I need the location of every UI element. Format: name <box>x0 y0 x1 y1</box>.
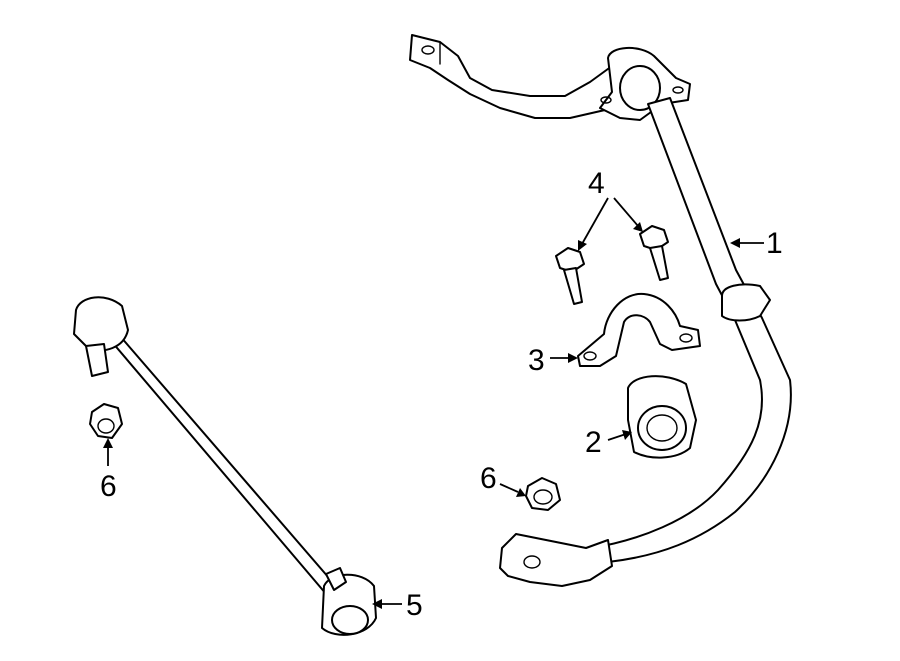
link-nut-left[interactable] <box>89 403 123 439</box>
stabilizer-link[interactable] <box>73 296 377 636</box>
callout-5: 5 <box>406 589 423 622</box>
link-nut-right[interactable] <box>525 477 561 511</box>
bracket-bolt-left[interactable] <box>555 247 585 305</box>
bushing-bracket[interactable] <box>577 292 701 367</box>
callout-4: 4 <box>588 167 605 200</box>
bar-bushing[interactable] <box>627 375 697 459</box>
bracket-bolt-right[interactable] <box>639 225 669 281</box>
callout-6-left: 6 <box>100 470 117 503</box>
callout-2: 2 <box>585 426 602 459</box>
callout-1: 1 <box>766 227 783 260</box>
callout-6-right: 6 <box>480 462 497 495</box>
callout-3: 3 <box>528 344 545 377</box>
stabilizer-bar[interactable] <box>409 34 792 587</box>
